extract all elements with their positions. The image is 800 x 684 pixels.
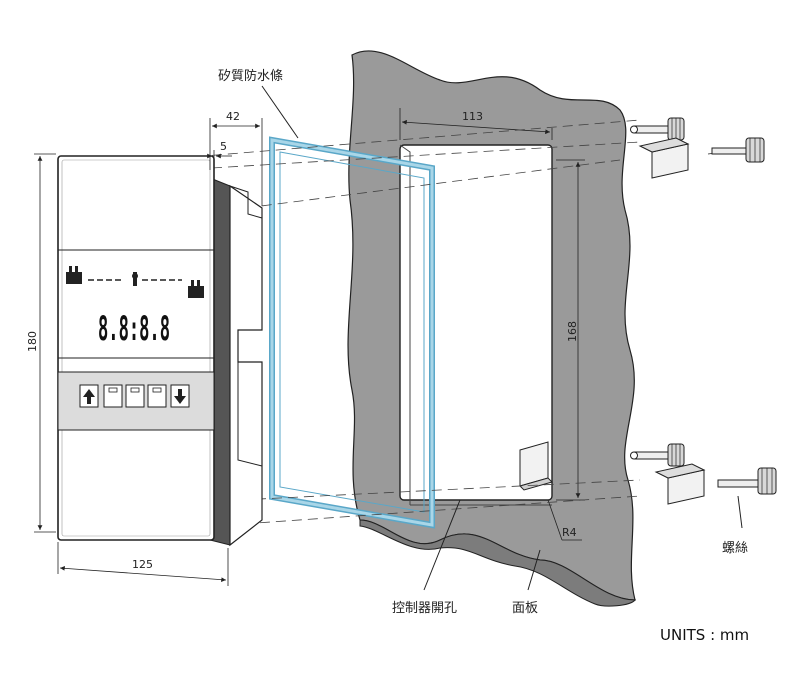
front-height-dimension (34, 153, 56, 533)
top-screw-upper (630, 117, 685, 141)
front-width-label: 125 (132, 558, 153, 571)
cutout-height-label: 168 (566, 321, 579, 342)
panel-callout: 面板 (512, 601, 538, 616)
top-clip (638, 137, 690, 179)
alignment-lines (179, 119, 641, 526)
corner-radius-label: R4 (562, 526, 577, 539)
machine-left-icon (66, 266, 82, 284)
units-label: UNITS : mm (660, 626, 749, 644)
arrow-up-icon (83, 389, 95, 404)
droplet-icon (132, 272, 138, 286)
cutout-hole (399, 144, 553, 501)
bottom-screw-upper (630, 443, 685, 467)
cutout-width-dimension (399, 108, 553, 140)
seven-segment-display: 8.8:8.8 (98, 309, 170, 349)
front-width-dimension (57, 542, 229, 586)
bottom-screw-lower (717, 467, 777, 495)
machine-right-icon (188, 280, 204, 298)
depth-label: 42 (226, 110, 240, 123)
key-button-3[interactable] (147, 384, 167, 408)
top-screw-lower (707, 137, 765, 163)
front-height-label: 180 (26, 331, 39, 352)
bezel-label: 5 (220, 140, 227, 153)
controller-housing (209, 177, 263, 547)
key-button-2[interactable] (125, 384, 145, 408)
silicone-gasket (269, 136, 435, 529)
controller-front-face (57, 155, 215, 541)
key-button-1[interactable] (103, 384, 123, 408)
panel-bracket (519, 441, 553, 491)
cutout-callout: 控制器開孔 (392, 601, 457, 616)
bottom-clip (654, 463, 706, 505)
gasket-callout: 矽質防水條 (218, 68, 283, 84)
cutout-width-label: 113 (462, 110, 483, 123)
screws-callout: 螺絲 (722, 541, 748, 556)
bezel-dimension (196, 150, 232, 170)
arrow-down-icon (174, 389, 186, 404)
depth-dimension (209, 118, 263, 206)
